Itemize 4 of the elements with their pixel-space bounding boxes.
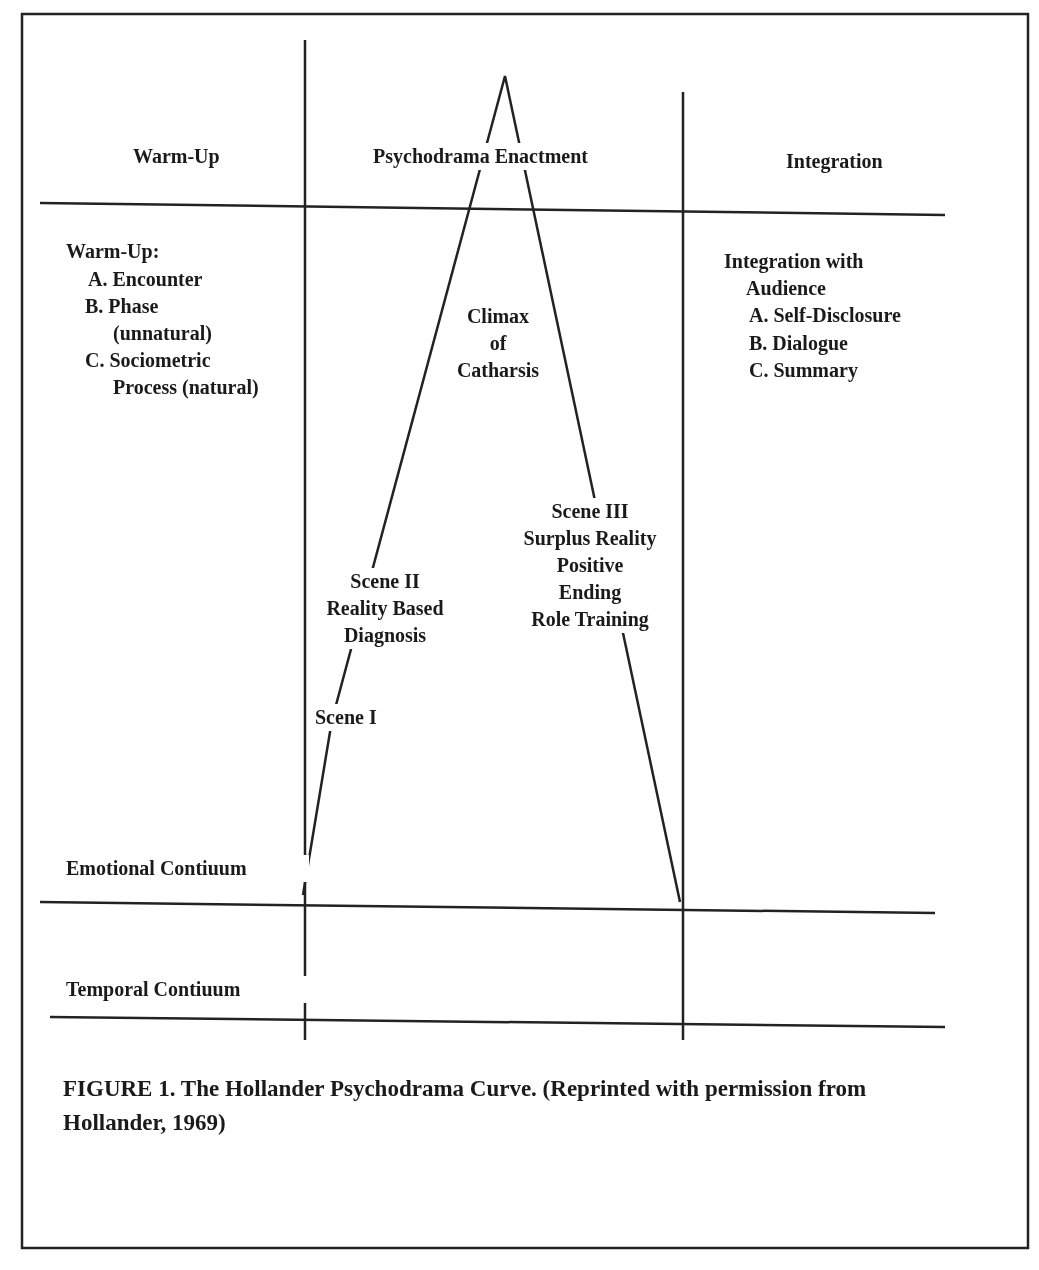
axis-label: Emotional Contiuum (63, 855, 309, 882)
label-text: Role Training (528, 606, 652, 633)
axis-label: Temporal Contiuum (63, 976, 309, 1003)
figure-caption: FIGURE 1. The Hollander Psychodrama Curve. (Reprinted with permission from Hollander, 1969) (63, 1075, 868, 1137)
